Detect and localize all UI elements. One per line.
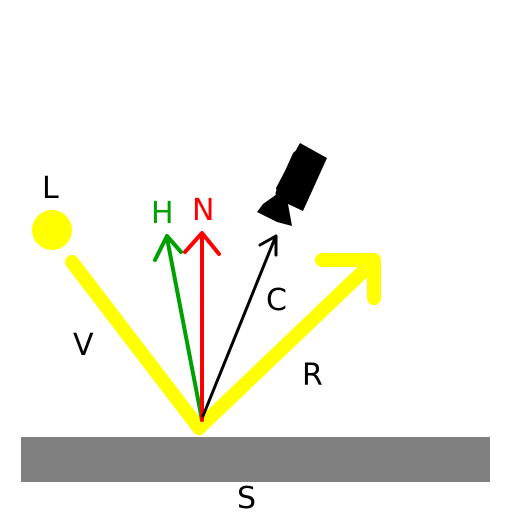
camera-vector-label: C <box>266 283 287 318</box>
incoming-ray <box>65 255 206 435</box>
camera-icon <box>257 143 327 226</box>
surface <box>21 437 490 482</box>
normal-arrow <box>183 231 221 422</box>
normal-label: N <box>192 193 214 228</box>
camera-vector-arrow <box>201 234 278 418</box>
half-vector-arrow <box>153 234 204 422</box>
view-vector-label: V <box>73 328 94 363</box>
sun-icon <box>32 210 72 250</box>
reflection-label: R <box>302 358 323 393</box>
reflected-ray-arrow <box>192 253 381 435</box>
surface-label: S <box>237 481 256 512</box>
light-label: L <box>42 171 59 206</box>
half-vector-label: H <box>151 196 174 231</box>
